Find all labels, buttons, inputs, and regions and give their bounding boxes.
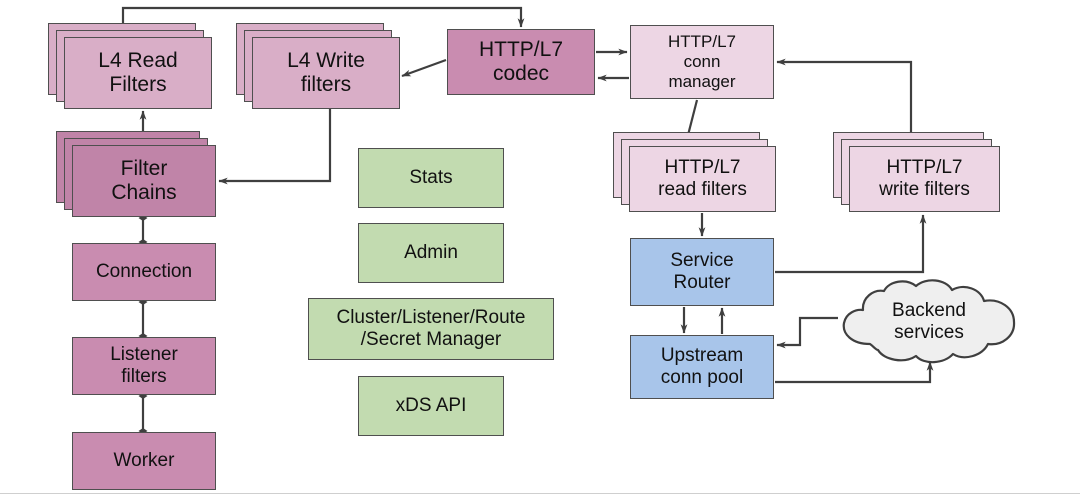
node-http-l7-read-filters[interactable]: HTTP/L7 read filters [629, 146, 776, 212]
node-service-router-label: Service Router [670, 249, 734, 293]
node-l4-read-filters[interactable]: L4 Read Filters [64, 37, 212, 109]
node-listener-filters-label: Listener filters [110, 343, 178, 387]
node-http-l7-codec[interactable]: HTTP/L7 codec [447, 29, 595, 95]
node-connection[interactable]: Connection [72, 243, 216, 301]
node-http-l7-read-filters-label: HTTP/L7 read filters [658, 156, 747, 200]
node-stats-label: Stats [409, 166, 453, 188]
cloud-icon [842, 279, 1016, 364]
node-cluster-listener-route-secret-manager[interactable]: Cluster/Listener/Route /Secret Manager [308, 298, 554, 360]
node-upstream-conn-pool-label: Upstream conn pool [660, 344, 744, 388]
node-http-l7-codec-label: HTTP/L7 codec [478, 37, 564, 85]
node-listener-filters[interactable]: Listener filters [72, 337, 216, 395]
node-worker-label: Worker [113, 449, 175, 471]
wire-backend-to-upstream [776, 316, 838, 349]
node-xds-api-label: xDS API [395, 394, 467, 416]
node-filter-chains[interactable]: Filter Chains [72, 145, 216, 217]
node-http-l7-write-filters-label: HTTP/L7 write filters [879, 156, 970, 200]
node-admin[interactable]: Admin [358, 223, 504, 283]
node-upstream-conn-pool[interactable]: Upstream conn pool [630, 335, 774, 399]
node-service-router[interactable]: Service Router [630, 238, 774, 306]
node-l4-read-filters-label: L4 Read Filters [98, 48, 178, 96]
node-cluster-manager-label: Cluster/Listener/Route /Secret Manager [336, 306, 526, 350]
node-worker[interactable]: Worker [72, 432, 216, 490]
node-filter-chains-label: Filter Chains [111, 156, 177, 204]
bottom-divider [0, 493, 1080, 494]
node-http-l7-conn-manager[interactable]: HTTP/L7 conn manager [630, 25, 774, 99]
node-connection-label: Connection [95, 260, 193, 282]
node-l4-write-filters-label: L4 Write filters [287, 48, 365, 96]
node-admin-label: Admin [404, 241, 458, 263]
node-xds-api[interactable]: xDS API [358, 376, 504, 436]
node-l4-write-filters[interactable]: L4 Write filters [252, 37, 400, 109]
node-backend-services[interactable]: Backend services [834, 278, 1024, 366]
node-stats[interactable]: Stats [358, 148, 504, 208]
node-http-l7-conn-manager-label: HTTP/L7 conn manager [667, 32, 737, 91]
node-http-l7-write-filters[interactable]: HTTP/L7 write filters [849, 146, 1000, 212]
